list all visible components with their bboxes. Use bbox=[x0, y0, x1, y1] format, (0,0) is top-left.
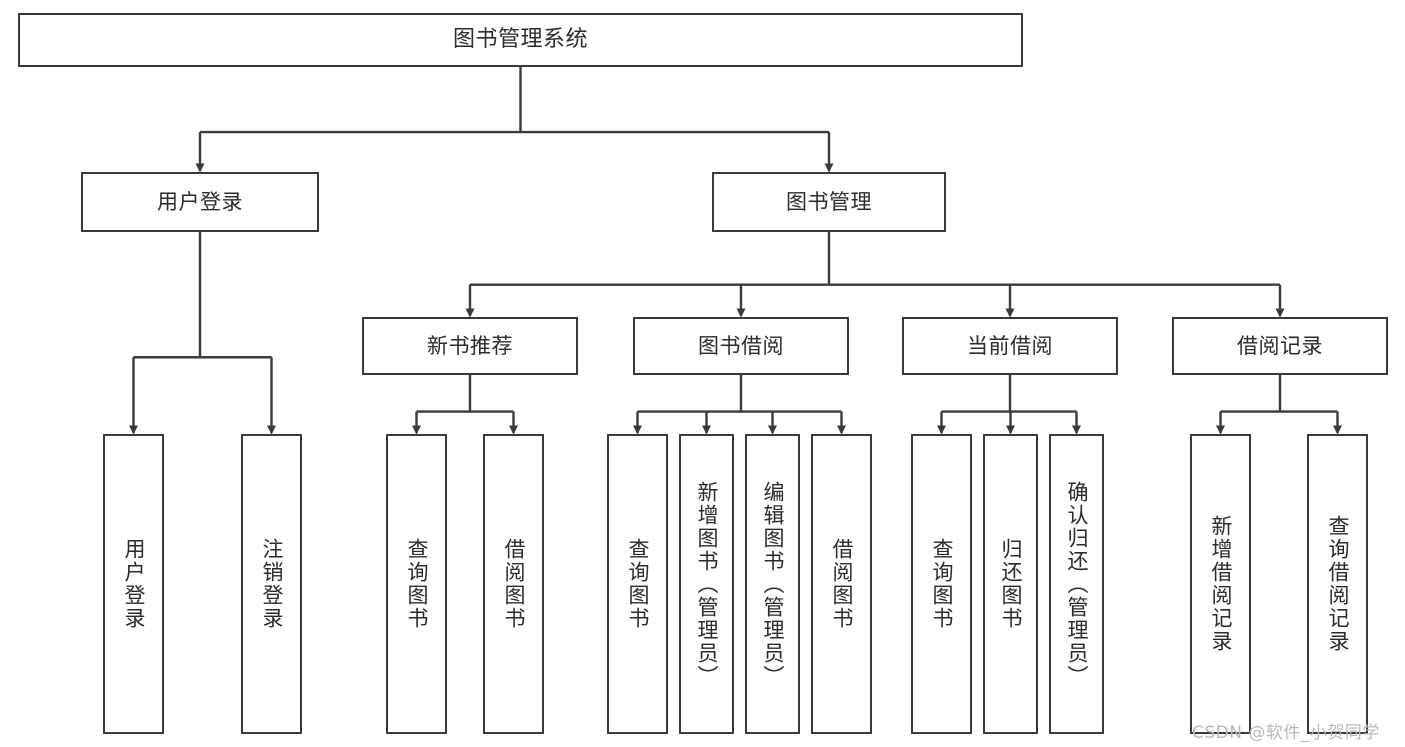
node-label: 查询图书 bbox=[930, 538, 954, 630]
node-label: 图书借阅 bbox=[698, 333, 784, 358]
node-l5[interactable]: 查询图书 bbox=[607, 434, 668, 734]
node-login[interactable]: 用户登录 bbox=[81, 172, 319, 232]
node-current[interactable]: 当前借阅 bbox=[902, 317, 1118, 375]
node-label: 注销登录 bbox=[260, 538, 284, 630]
node-l7[interactable]: 编辑图书（管理员） bbox=[745, 434, 800, 734]
node-newbook[interactable]: 新书推荐 bbox=[362, 317, 578, 375]
node-label: 查询图书 bbox=[626, 538, 650, 630]
node-label: 新增图书（管理员） bbox=[695, 480, 719, 688]
node-label: 编辑图书（管理员） bbox=[761, 480, 785, 688]
node-borrow[interactable]: 图书借阅 bbox=[633, 317, 849, 375]
node-l10[interactable]: 归还图书 bbox=[983, 434, 1038, 734]
node-label: 新增借阅记录 bbox=[1209, 515, 1233, 653]
node-label: 借阅记录 bbox=[1237, 333, 1323, 358]
node-label: 查询借阅记录 bbox=[1326, 515, 1350, 653]
node-l11[interactable]: 确认归还（管理员） bbox=[1049, 434, 1104, 734]
node-l13[interactable]: 查询借阅记录 bbox=[1307, 434, 1368, 734]
node-l6[interactable]: 新增图书（管理员） bbox=[679, 434, 734, 734]
watermark-text: CSDN @软件_小贺同学 bbox=[1192, 723, 1380, 743]
node-label: 当前借阅 bbox=[967, 333, 1053, 358]
node-label: 图书管理系统 bbox=[452, 27, 588, 53]
node-label: 图书管理 bbox=[786, 189, 872, 214]
node-label: 借阅图书 bbox=[502, 538, 526, 630]
node-root[interactable]: 图书管理系统 bbox=[18, 13, 1023, 67]
node-bookmgmt[interactable]: 图书管理 bbox=[712, 172, 946, 232]
node-l3[interactable]: 查询图书 bbox=[386, 434, 447, 734]
node-l9[interactable]: 查询图书 bbox=[911, 434, 972, 734]
node-l12[interactable]: 新增借阅记录 bbox=[1190, 434, 1251, 734]
node-l4[interactable]: 借阅图书 bbox=[483, 434, 544, 734]
node-l8[interactable]: 借阅图书 bbox=[811, 434, 872, 734]
node-label: 查询图书 bbox=[405, 538, 429, 630]
node-l1[interactable]: 用户登录 bbox=[103, 434, 164, 734]
node-label: 新书推荐 bbox=[427, 333, 513, 358]
node-label: 确认归还（管理员） bbox=[1065, 480, 1089, 688]
node-l2[interactable]: 注销登录 bbox=[241, 434, 302, 734]
node-label: 用户登录 bbox=[157, 189, 243, 214]
node-label: 用户登录 bbox=[122, 538, 146, 630]
node-label: 归还图书 bbox=[999, 538, 1023, 630]
node-records[interactable]: 借阅记录 bbox=[1172, 317, 1388, 375]
node-label: 借阅图书 bbox=[830, 538, 854, 630]
